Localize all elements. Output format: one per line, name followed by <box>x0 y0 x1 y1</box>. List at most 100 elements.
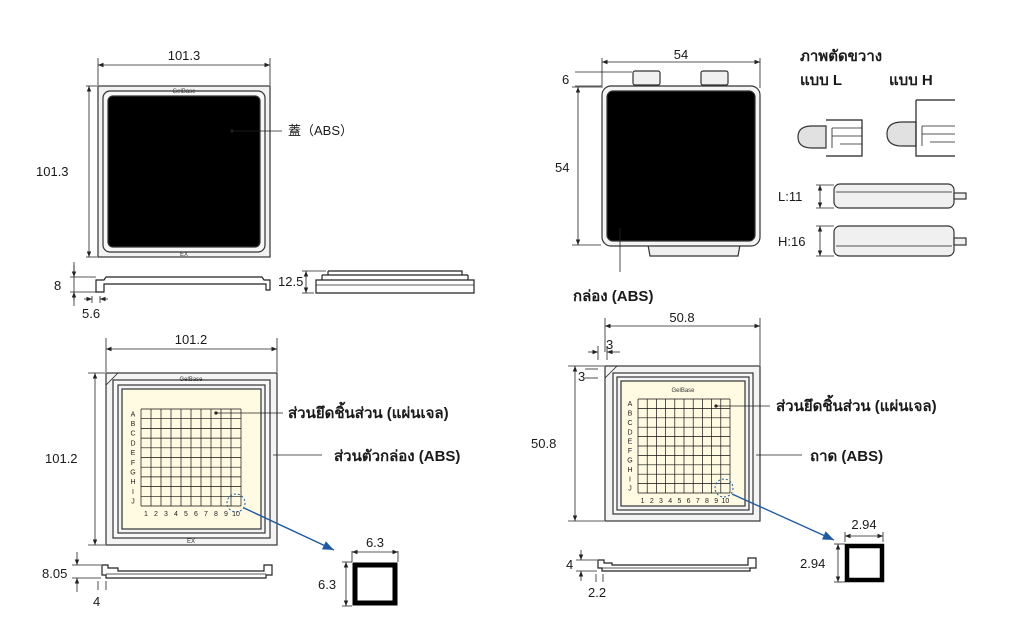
grid-col-label: 9 <box>224 511 228 518</box>
large-lid-side-profile: 8 5.6 <box>54 262 271 321</box>
small-gel-grid <box>637 398 731 494</box>
small-tray-offset-y: 3 <box>578 369 585 384</box>
grid-col-label: 5 <box>677 498 681 505</box>
grid-row-label: G <box>130 469 135 476</box>
cell-square <box>352 562 398 606</box>
grid-col-label: 5 <box>184 511 188 518</box>
grid-col-label: 3 <box>659 498 663 505</box>
grid-col-label: 1 <box>144 511 148 518</box>
small-tray-brand: GelBase <box>671 388 695 394</box>
small-tray-side-height-label: 4 <box>566 557 573 572</box>
lid-side-step-label: 5.6 <box>82 306 100 321</box>
large-lid-view: 101.3 101.3 GelBase EX 蓋（ABS） <box>36 48 353 258</box>
grid-col-label: 10 <box>722 498 730 505</box>
grid-col-label: 2 <box>650 498 654 505</box>
box-hinge-label: 6 <box>562 72 569 87</box>
grid-col-label: 7 <box>204 511 208 518</box>
grid-col-label: 4 <box>668 498 672 505</box>
box-panel <box>606 90 756 242</box>
grid-row-label: E <box>628 439 633 446</box>
grid-row-label: F <box>131 460 135 467</box>
grid-col-label: 3 <box>164 511 168 518</box>
tray-height-label: 101.2 <box>45 451 78 466</box>
small-tray-body-label: ถาด (ABS) <box>810 448 883 465</box>
grid-col-label: 8 <box>705 498 709 505</box>
box-width-label: 54 <box>674 47 688 62</box>
grid-col-label: 1 <box>641 498 645 505</box>
lid-side-height-label: 8 <box>54 278 61 293</box>
grid-col-label: 10 <box>232 511 240 518</box>
grid-col-label: 9 <box>714 498 718 505</box>
grid-col-label: 4 <box>174 511 178 518</box>
grid-row-label: G <box>627 457 632 464</box>
tray-brand: GelBase <box>179 377 203 383</box>
grid-col-label: 8 <box>214 511 218 518</box>
lid-mark: EX <box>180 252 188 258</box>
lid-material-label: 蓋（ABS） <box>288 123 353 138</box>
grid-row-label: B <box>131 421 136 428</box>
small-box-view: 54 6 54 กล่อง (ABS) <box>555 47 761 305</box>
cell-height-label: 6.3 <box>318 577 336 592</box>
small-cell-width-label: 2.94 <box>851 517 876 532</box>
grid-row-label: A <box>131 411 136 418</box>
box-height-label: 54 <box>555 160 569 175</box>
grid-row-label: J <box>131 499 135 506</box>
grid-row-label: H <box>130 479 135 486</box>
cell-width-label: 6.3 <box>366 535 384 550</box>
box-material-label: กล่อง (ABS) <box>573 288 653 305</box>
lid-panel <box>107 95 261 248</box>
grid-col-label: 7 <box>696 498 700 505</box>
large-cell-detail: 6.3 6.3 <box>318 535 399 607</box>
small-tray-side-step-label: 2.2 <box>588 585 606 600</box>
grid-row-label: I <box>629 476 631 483</box>
section-type-l: แบบ L <box>800 72 842 89</box>
large-lid-stack-profile: 12.5 <box>278 270 475 294</box>
large-tray-side-profile: 8.05 4 <box>42 552 273 609</box>
section-views: ภาพตัดขวาง แบบ L แบบ H L:11 H:16 <box>778 48 967 257</box>
section-title: ภาพตัดขวาง <box>800 48 882 65</box>
lid-stack-height-label: 12.5 <box>278 274 303 289</box>
small-tray-side-profile: 4 2.2 <box>566 550 757 600</box>
tray-side-step-label: 4 <box>93 594 100 609</box>
lid-height-label: 101.3 <box>36 164 69 179</box>
grid-col-label: 2 <box>154 511 158 518</box>
grid-row-label: J <box>628 486 632 493</box>
grid-col-label: 6 <box>194 511 198 518</box>
small-cell-square <box>844 543 885 583</box>
small-tray-offset-x: 3 <box>606 337 613 352</box>
small-gel-sheet <box>620 380 746 507</box>
lid-brand: GelBase <box>172 89 196 95</box>
small-cell-detail: 2.94 2.94 <box>800 517 885 583</box>
tray-body-label: ส่วนตัวกล่อง (ABS) <box>334 448 460 465</box>
tray-width-label: 101.2 <box>175 332 208 347</box>
section-height-l: L:11 <box>778 189 802 204</box>
small-tray-holder-label: ส่วนยึดชิ้นส่วน (แผ่นเจล) <box>776 394 937 415</box>
tray-holder-label: ส่วนยึดชิ้นส่วน (แผ่นเจล) <box>288 401 449 422</box>
grid-row-label: E <box>131 450 136 457</box>
grid-row-label: H <box>627 467 632 474</box>
grid-row-label: B <box>628 410 633 417</box>
small-tray-height-label: 50.8 <box>531 436 556 451</box>
small-cell-height-label: 2.94 <box>800 556 825 571</box>
small-tray-width-label: 50.8 <box>669 310 694 325</box>
grid-row-label: C <box>627 420 632 427</box>
lid-width-label: 101.3 <box>168 48 201 63</box>
grid-row-label: D <box>130 440 135 447</box>
grid-row-label: D <box>627 429 632 436</box>
grid-row-label: I <box>132 489 134 496</box>
grid-row-label: F <box>628 448 632 455</box>
tray-mark: EX <box>187 539 195 545</box>
section-type-h: แบบ H <box>889 72 933 89</box>
grid-row-label: A <box>628 401 633 408</box>
tray-side-height-label: 8.05 <box>42 566 67 581</box>
section-height-h: H:16 <box>778 234 805 249</box>
gel-sheet <box>121 388 262 530</box>
grid-row-label: C <box>130 431 135 438</box>
